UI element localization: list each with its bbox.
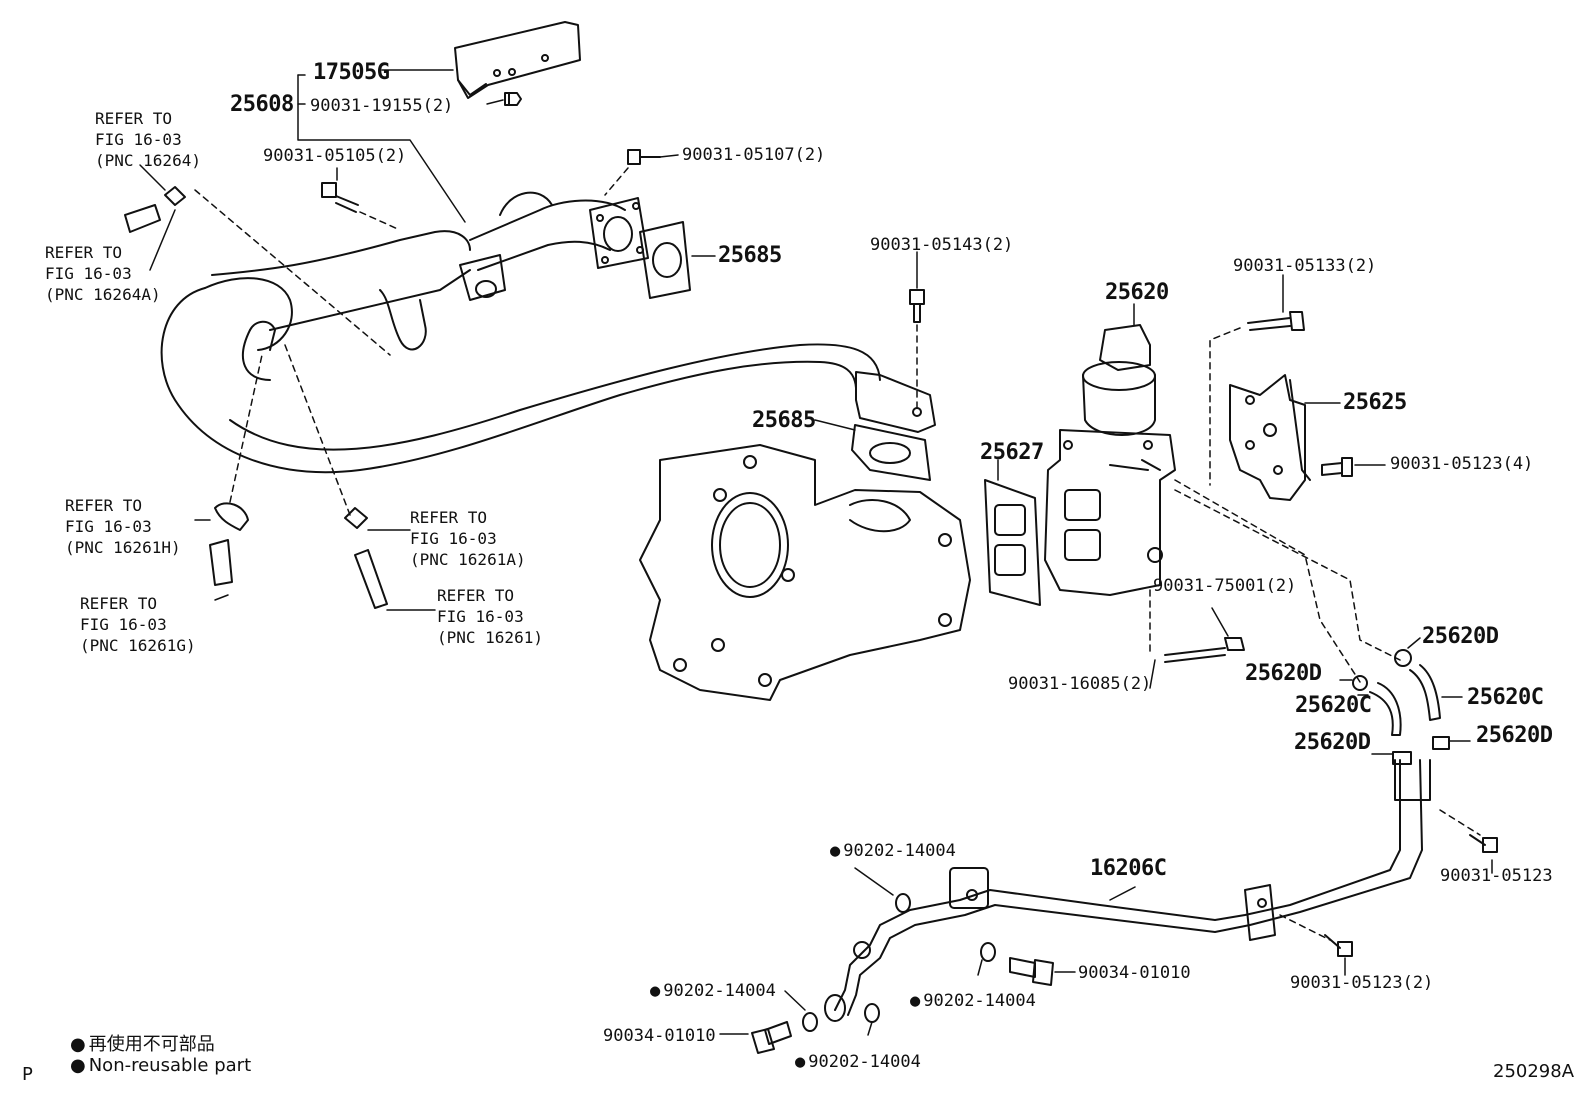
- label-90031-16085: 90031-16085(2): [1008, 674, 1152, 694]
- bracket-25625: [1229, 374, 1311, 501]
- refer-pnc-16264a: REFER TO FIG 16-03 (PNC 16264A): [45, 243, 161, 304]
- gasket-14004-c: [802, 1012, 818, 1032]
- label-25620d-lower-left: 25620D: [1294, 730, 1371, 755]
- bolt-05123: [1469, 834, 1498, 853]
- gasket-14004-b: [980, 942, 996, 962]
- intake-manifold: [639, 444, 971, 701]
- clip-16261a: [344, 507, 368, 529]
- refer-pnc-16261a: REFER TO FIG 16-03 (PNC 16261A): [410, 508, 526, 569]
- egr-cooler-25608: [160, 191, 881, 474]
- hose-25620c-left: [1369, 682, 1402, 736]
- figure-code: 250298A: [1493, 1061, 1575, 1082]
- hose-16261: [354, 549, 388, 609]
- gasket-25627: [984, 479, 1041, 606]
- flange-lower: [855, 371, 936, 433]
- label-25620d-lower-right: 25620D: [1476, 723, 1553, 748]
- nut-75001: [1224, 637, 1245, 651]
- label-17505g: 17505G: [313, 60, 390, 85]
- union-bolt-01010-right: [1009, 957, 1054, 986]
- label-90031-05143: 90031-05143(2): [870, 235, 1014, 255]
- hose-16264: [124, 186, 186, 233]
- label-25625: 25625: [1343, 390, 1407, 415]
- label-25620: 25620: [1105, 280, 1169, 305]
- label-16206c: 16206C: [1090, 856, 1167, 881]
- clip-25620d-a: [1352, 675, 1368, 691]
- gasket-14004-d: [864, 1003, 880, 1023]
- legend-non-reusable-jp: 再使用不可部品: [70, 1030, 215, 1056]
- bolt-05105: [321, 182, 359, 213]
- gasket-25685-lower: [851, 424, 931, 481]
- label-25608: 25608: [230, 92, 294, 117]
- label-90031-05123-x4: 90031-05123(4): [1390, 454, 1534, 474]
- label-25620c-left: 25620C: [1295, 693, 1372, 718]
- gasket-14004-a: [895, 893, 911, 913]
- label-25620c-right: 25620C: [1467, 685, 1544, 710]
- label-25620d-mid: 25620D: [1245, 661, 1322, 686]
- bolt-19155: [504, 92, 522, 106]
- label-90031-75001: 90031-75001(2): [1153, 576, 1297, 596]
- bolt-05107: [627, 149, 661, 165]
- gasket-25685-upper: [639, 221, 691, 299]
- label-90031-05133: 90031-05133(2): [1233, 256, 1377, 276]
- flange-upper: [589, 197, 649, 269]
- label-25620d-top: 25620D: [1422, 624, 1499, 649]
- union-bolt-01010-left: [751, 1021, 792, 1054]
- label-25627: 25627: [980, 440, 1044, 465]
- tube-16206c: [824, 759, 1431, 1022]
- clip-25620d-c: [1392, 751, 1412, 765]
- label-90031-05107: 90031-05107(2): [682, 145, 826, 165]
- label-25685-upper: 25685: [718, 243, 782, 268]
- bolt-05123-x2: [1324, 934, 1353, 957]
- refer-pnc-16261: REFER TO FIG 16-03 (PNC 16261): [437, 586, 543, 647]
- label-90034-01010-left: 90034-01010: [603, 1026, 716, 1046]
- page-marker: P: [22, 1064, 33, 1085]
- refer-pnc-16261g: REFER TO FIG 16-03 (PNC 16261G): [80, 594, 196, 655]
- clip-25620d-d: [1432, 736, 1450, 750]
- label-90031-05123: 90031-05123: [1440, 866, 1553, 886]
- bolt-05133: [1247, 311, 1305, 331]
- label-90031-19155: 90031-19155(2): [310, 96, 454, 116]
- egr-valve-25620: [1044, 324, 1176, 596]
- label-90034-01010-right: 90034-01010: [1078, 963, 1191, 983]
- stud-16085: [1164, 647, 1226, 663]
- label-90031-05105: 90031-05105(2): [263, 146, 407, 166]
- legend-non-reusable-en: Non-reusable part: [70, 1055, 251, 1076]
- label-90202-14004-c: 90202-14004: [910, 993, 1036, 1010]
- refer-pnc-16264: REFER TO FIG 16-03 (PNC 16264): [95, 109, 201, 170]
- hose-25620c-right: [1409, 664, 1441, 721]
- hose-16261g: [209, 539, 233, 586]
- bolt-05123-x4: [1321, 457, 1353, 477]
- label-90202-14004-d: 90202-14004: [795, 1054, 921, 1071]
- label-90202-14004-a: 90202-14004: [830, 843, 956, 860]
- label-90202-14004-b: 90202-14004: [650, 983, 776, 1000]
- label-25685-lower: 25685: [752, 408, 816, 433]
- refer-pnc-16261h: REFER TO FIG 16-03 (PNC 16261H): [65, 496, 181, 557]
- clip-16261h: [214, 502, 249, 531]
- bolt-05143: [909, 289, 925, 323]
- heat-shield-17505g: [454, 21, 581, 99]
- label-90031-05123-x2: 90031-05123(2): [1290, 973, 1434, 993]
